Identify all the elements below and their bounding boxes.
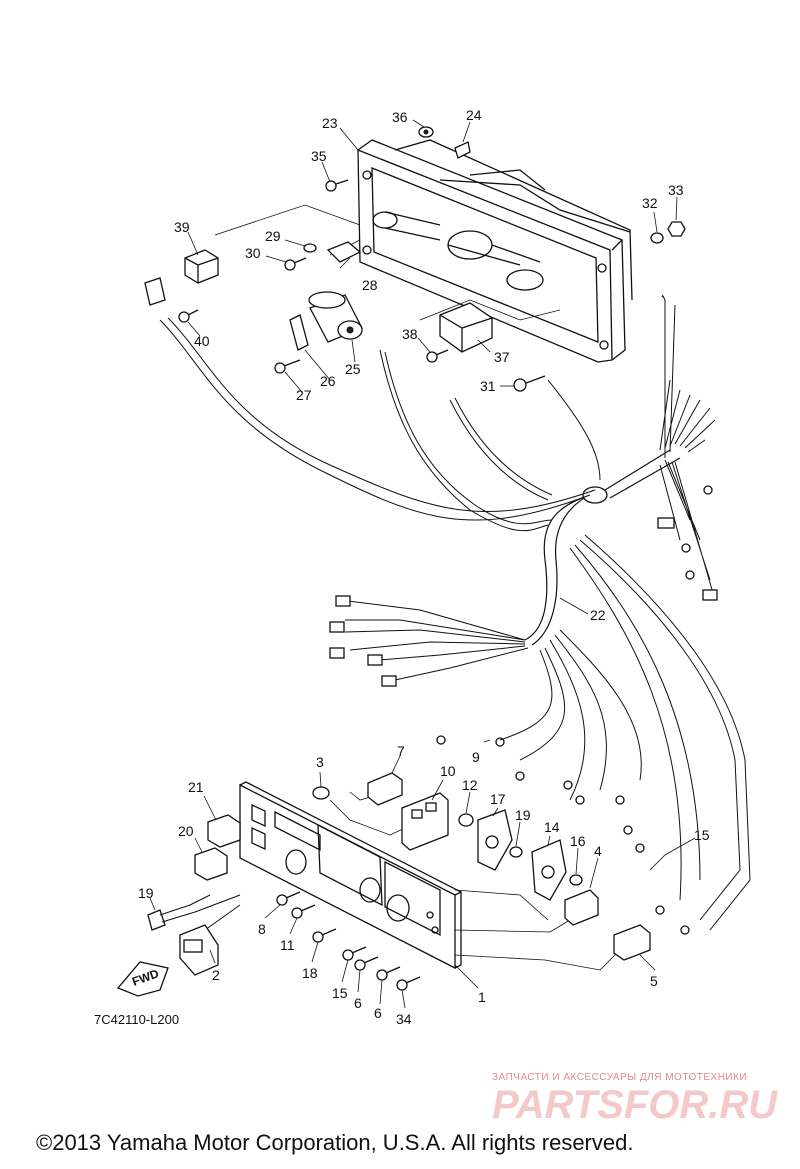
callout-9: 10 <box>440 763 456 779</box>
callout-40: 39 <box>174 219 190 235</box>
callout-10: 9 <box>472 749 480 765</box>
callout-12: 12 <box>462 777 478 793</box>
callout-15: 15 <box>332 985 348 1001</box>
frame-assembly <box>214 139 633 363</box>
callout-27: 26 <box>320 373 336 389</box>
callout-30: 29 <box>265 228 281 244</box>
callout-labels: 23 36 24 35 39 29 30 28 32 33 40 25 26 2… <box>138 107 710 1027</box>
callout-39: 38 <box>402 326 418 342</box>
callout-1: 1 <box>478 989 486 1005</box>
callout-11: 11 <box>280 937 295 953</box>
callout-16: 16 <box>570 833 586 849</box>
callout-29: 28 <box>362 277 378 293</box>
callout-6a: 6 <box>354 995 362 1011</box>
panel-assembly <box>239 781 621 971</box>
callout-33: 32 <box>642 195 658 211</box>
callout-36: 35 <box>311 148 327 164</box>
callout-37: 36 <box>392 109 408 125</box>
lower-parts <box>116 772 651 997</box>
callout-28: 27 <box>296 387 312 403</box>
callout-32: 31 <box>480 378 496 394</box>
callout-17: 17 <box>490 791 506 807</box>
callout-41: 40 <box>194 333 210 349</box>
callout-20: 19 <box>138 885 154 901</box>
callout-35: 34 <box>396 1011 412 1027</box>
callout-31: 30 <box>245 245 261 261</box>
callout-19: 19 <box>515 807 531 823</box>
callout-3: 3 <box>316 754 324 770</box>
callout-26: 25 <box>345 361 361 377</box>
leader-lines <box>149 119 696 1009</box>
watermark-tagline: ЗАПЧАСТИ И АКСЕССУАРЫ ДЛЯ МОТОТЕХНИКИ <box>492 1072 747 1083</box>
callout-21: 20 <box>178 823 194 839</box>
callout-22: 21 <box>188 779 204 795</box>
callout-2: 2 <box>212 967 220 983</box>
top-small-parts <box>144 126 686 392</box>
copyright-notice: ©2013 Yamaha Motor Corporation, U.S.A. A… <box>36 1130 633 1155</box>
wire-harness <box>159 294 751 935</box>
callout-13: 14 <box>544 819 560 835</box>
callout-23: 22 <box>590 607 606 623</box>
callout-25: 24 <box>466 107 482 123</box>
callout-18: 18 <box>302 965 318 981</box>
callout-14: 15 <box>694 827 710 843</box>
callout-8: 8 <box>258 921 266 937</box>
watermark-brand: PARTSFOR.RU <box>492 1083 778 1127</box>
callout-24: 23 <box>322 115 338 131</box>
callout-7: 7 <box>397 743 405 759</box>
callout-6b: 6 <box>374 1005 382 1021</box>
callout-5: 5 <box>650 973 658 989</box>
callout-34: 33 <box>668 182 684 198</box>
drawing-code: 7C42110-L200 <box>94 1012 179 1027</box>
callout-4: 4 <box>594 843 602 859</box>
callout-38: 37 <box>494 349 510 365</box>
